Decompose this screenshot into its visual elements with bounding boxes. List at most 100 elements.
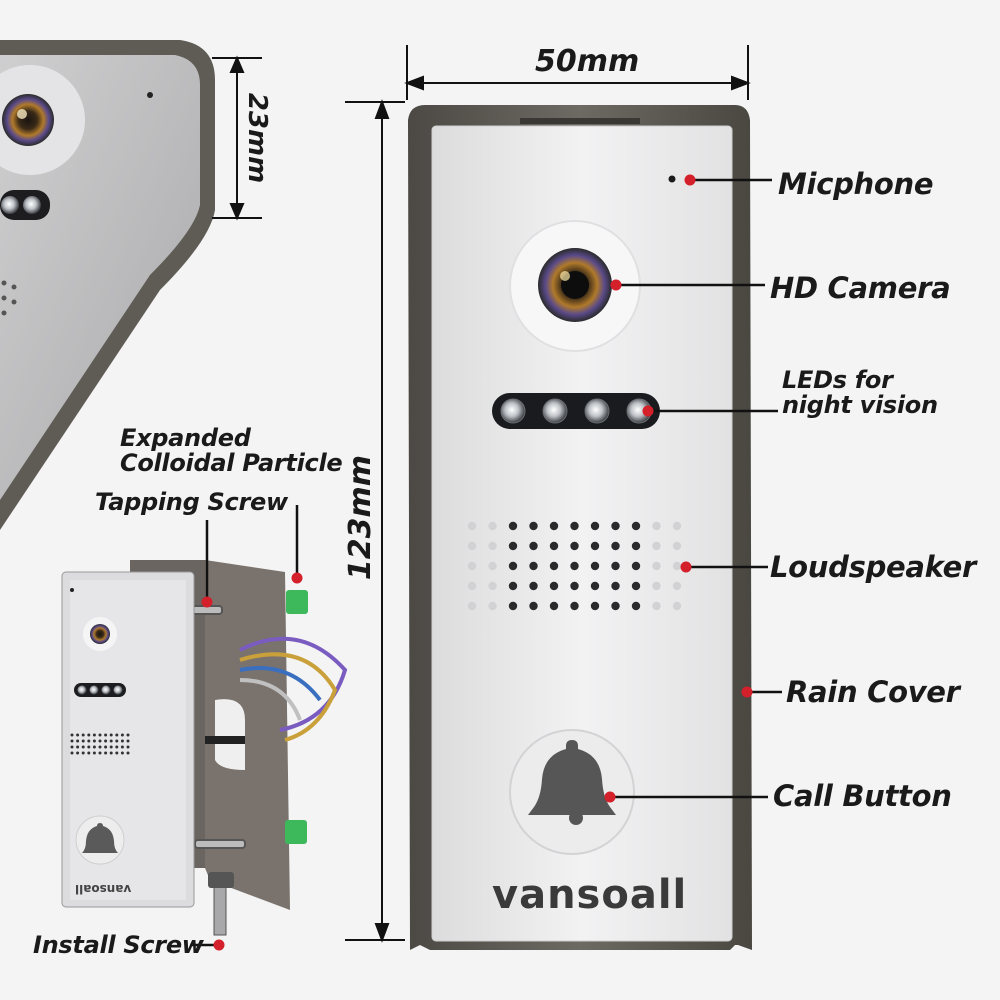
colloidal-label-line2: Colloidal Particle <box>120 449 343 478</box>
speaker-hole <box>549 581 559 591</box>
height-label: 123mm <box>343 454 379 581</box>
speaker-hole <box>488 581 497 591</box>
speaker-hole <box>467 561 477 571</box>
speaker-hole <box>508 601 518 611</box>
speaker-hole <box>488 561 497 571</box>
small-speaker-hole <box>98 733 102 737</box>
tapping-screw-label: Tapping Screw <box>95 488 288 516</box>
speaker-hole <box>488 541 497 551</box>
small-speaker-hole <box>109 745 113 749</box>
speaker-hole <box>488 521 497 531</box>
speaker-hole <box>672 581 682 591</box>
depth-dimension <box>212 55 262 221</box>
camera-label: HD Camera <box>770 271 951 305</box>
small-speaker-hole <box>109 739 113 743</box>
small-speaker-hole <box>76 745 80 749</box>
small-speaker-hole <box>120 751 124 755</box>
speaker-hole <box>488 601 497 611</box>
speaker-hole <box>467 541 477 551</box>
speaker-hole <box>611 541 620 551</box>
small-speaker-hole <box>87 745 91 749</box>
speaker-hole <box>549 541 559 551</box>
speaker-hole <box>652 601 661 611</box>
small-speaker-hole <box>81 733 85 737</box>
leds-label: LEDs for night vision <box>782 367 938 420</box>
microphone-label: Micphone <box>778 167 934 201</box>
leader-lines <box>190 178 782 947</box>
speaker-hole <box>570 561 579 571</box>
small-speaker-hole <box>98 751 102 755</box>
speaker-hole <box>631 521 641 531</box>
small-speaker-hole <box>126 739 130 743</box>
speaker-hole <box>672 601 682 611</box>
small-speaker-hole <box>120 745 124 749</box>
led-bulbs <box>500 398 652 424</box>
speaker-hole <box>631 561 641 571</box>
small-speaker-hole <box>104 751 108 755</box>
bell-icon <box>528 740 616 815</box>
microphone-hole <box>668 175 676 183</box>
speaker-hole <box>590 541 600 551</box>
speaker-hole <box>529 601 538 611</box>
colloidal-particle-label: Expanded Colloidal Particle <box>120 425 343 478</box>
small-speaker-hole <box>70 751 74 755</box>
speaker-hole <box>570 541 579 551</box>
speaker-hole <box>652 541 661 551</box>
main-doorbell <box>408 105 752 950</box>
small-speaker-hole <box>109 751 113 755</box>
small-speaker-hole <box>115 733 119 737</box>
speaker-hole <box>652 561 661 571</box>
height-dimension <box>345 99 405 943</box>
small-speaker-hole <box>120 739 124 743</box>
small-speaker-hole <box>70 733 74 737</box>
speaker-hole <box>590 521 600 531</box>
small-speaker-hole <box>81 739 85 743</box>
small-speaker-hole <box>98 739 102 743</box>
small-speaker-hole <box>76 739 80 743</box>
small-speaker-hole <box>115 751 119 755</box>
install-side-view <box>61 560 348 936</box>
small-speaker-hole <box>81 745 85 749</box>
callout-dots <box>201 174 753 951</box>
colloidal-particle-bottom <box>285 820 307 844</box>
leds-label-line2: night vision <box>782 391 938 420</box>
speaker-hole <box>529 541 538 551</box>
small-speaker-hole <box>81 751 85 755</box>
speaker-hole <box>508 521 518 531</box>
speaker-hole <box>549 521 559 531</box>
small-speaker-hole <box>92 745 96 749</box>
small-speaker-hole <box>87 739 91 743</box>
speaker-hole <box>590 561 600 571</box>
call-button-label: Call Button <box>773 779 952 813</box>
small-speaker-hole <box>92 733 96 737</box>
small-speaker-hole <box>115 745 119 749</box>
speaker-hole <box>590 581 600 591</box>
speaker-hole <box>611 521 620 531</box>
small-speaker-hole <box>126 745 130 749</box>
zoomed-corner-view <box>0 40 215 530</box>
speaker-hole <box>529 521 538 531</box>
small-speaker-hole <box>87 751 91 755</box>
small-speaker-hole <box>98 745 102 749</box>
speaker-hole <box>508 541 518 551</box>
small-speaker-hole <box>104 739 108 743</box>
speaker-hole <box>611 581 620 591</box>
speaker-hole <box>570 601 579 611</box>
small-speaker-hole <box>109 733 113 737</box>
speaker-hole <box>652 521 661 531</box>
brand-logo: vansoall <box>492 872 688 918</box>
speaker-hole <box>467 581 477 591</box>
speaker-hole <box>672 561 682 571</box>
speaker-hole <box>611 561 620 571</box>
speaker-hole <box>529 561 538 571</box>
speaker-hole <box>549 561 559 571</box>
speaker-hole <box>570 581 579 591</box>
speaker-hole <box>467 521 477 531</box>
width-label: 50mm <box>535 44 640 79</box>
speaker-hole <box>611 601 620 611</box>
brand-logo-inverted: vansoall <box>75 882 132 896</box>
small-speaker-hole <box>70 745 74 749</box>
small-speaker-hole <box>76 733 80 737</box>
led-strip <box>492 393 660 429</box>
